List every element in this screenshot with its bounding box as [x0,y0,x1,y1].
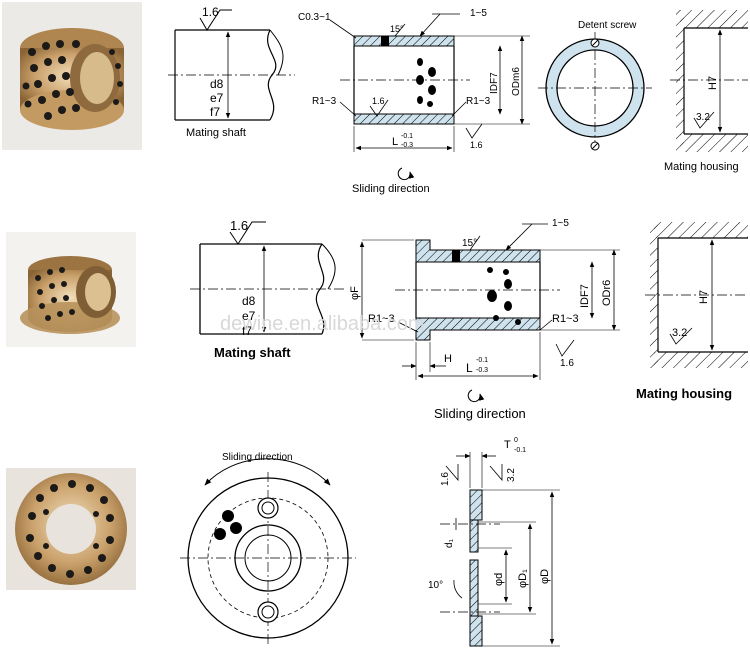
shaft2-fit-2: f7 [242,324,252,338]
shaft1-caption: Mating shaft [186,127,246,139]
photo-straight-bushing [2,2,142,150]
bushing1-roughness-end: 1.6 [470,140,483,150]
bushing1-chamfer: C0.3~1 [298,12,331,23]
bushing-section-2: 15° 1~5 φF R1~3 R1~3 IDF7 ODr6 H L -0.1 … [349,218,620,421]
shaft2-roughness: 1.6 [230,218,248,233]
bushing1-radius-right: R1~3 [466,96,491,107]
mating-housing-1: H7 3.2 Mating housing [664,10,748,173]
housing1-fit: H7 [707,76,719,90]
section-dia-d1: φD₁ [517,569,529,588]
bushing2-inner-dia: IDF7 [579,284,591,308]
plate-caption: Sliding direction [222,452,293,463]
ring-view-1: Detent screw [538,20,652,151]
bushing2-length: L [466,361,473,375]
shaft2-caption: Mating shaft [214,345,291,360]
mating-shaft-2: 1.6 d8 e7 f7 Mating shaft [190,218,345,360]
bushing1-angle: 15° [390,24,404,34]
bushing2-groove: 1~5 [552,218,569,229]
watermark: dewine.en.alibaba.com [220,313,425,335]
section-tol-upper: 0 [514,437,518,444]
section-dia-d: φd [493,573,505,586]
bushing2-caption: Sliding direction [434,406,526,421]
bushing2-tol-upper: -0.1 [476,357,488,364]
section-tol-lower: -0.1 [514,447,526,454]
bushing2-radius-right: R1~3 [552,313,579,325]
bushing-section-1: C0.3~1 15° 1~5 IDF7 ODm6 R1~3 R1~3 1.6 L… [298,8,530,195]
shaft2-fit-1: e7 [242,309,256,323]
bushing1-radius-left: R1~3 [312,96,337,107]
bushing2-tol-lower: -0.3 [476,367,488,374]
section-angle: 10° [428,580,443,591]
housing1-roughness: 3.2 [696,112,710,123]
bushing1-length: L [392,136,398,148]
bushing1-outer-dia: ODm6 [511,67,522,96]
graphite-plugs-2 [487,267,521,325]
shaft2-fit-0: d8 [242,294,256,308]
bushing1-tol-lower: -0.3 [401,142,413,149]
mating-shaft-1: 1.6 d8 e7 f7 Mating shaft [168,5,295,139]
housing2-caption: Mating housing [636,386,732,401]
thrust-washer-section: T 0 -0.1 1.6 3.2 d₁ 10° φd φD₁ φD [428,437,560,647]
mating-housing-2: H7 3.2 Mating housing [636,222,748,401]
bushing2-radius-left: R1~3 [368,313,395,325]
detent-screw-icon [590,38,600,151]
bushing1-roughness-inner: 1.6 [372,96,385,106]
shaft1-fit-1: e7 [210,91,224,105]
housing2-roughness: 3.2 [672,327,687,339]
surface-roughness-icon [199,9,232,31]
bushing2-angle: 15° [462,238,477,249]
bushing1-groove: 1~5 [470,8,487,19]
thrust-plate-view: Sliding direction [180,452,356,644]
bushing1-tol-upper: -0.1 [401,133,413,140]
section-thickness: T [504,439,511,451]
section-roughness-a: 1.6 [440,472,451,486]
bushing2-roughness-end: 1.6 [560,358,574,369]
bushing1-caption: Sliding direction [352,183,430,195]
rotation-arrow-icon [397,167,415,181]
shaft1-fit-0: d8 [210,77,224,91]
bushing2-flange-thk: H [444,353,452,365]
shaft1-roughness: 1.6 [202,5,219,19]
section-hole: d₁ [444,538,455,548]
shaft1-fit-2: f7 [210,105,220,119]
photo-thrust-washer [6,468,136,590]
housing1-caption: Mating housing [664,161,739,173]
bushing2-outer-dia: ODr6 [601,280,613,306]
housing2-fit: H7 [698,290,710,304]
graphite-plugs [416,58,436,107]
bushing2-flange-dia: φF [349,286,361,300]
bushing1-inner-dia: IDF7 [489,72,500,94]
ring-label: Detent screw [578,20,637,31]
section-roughness-b: 3.2 [506,468,517,482]
photo-flanged-bushing [6,232,136,347]
section-dia-D: φD [539,569,551,584]
